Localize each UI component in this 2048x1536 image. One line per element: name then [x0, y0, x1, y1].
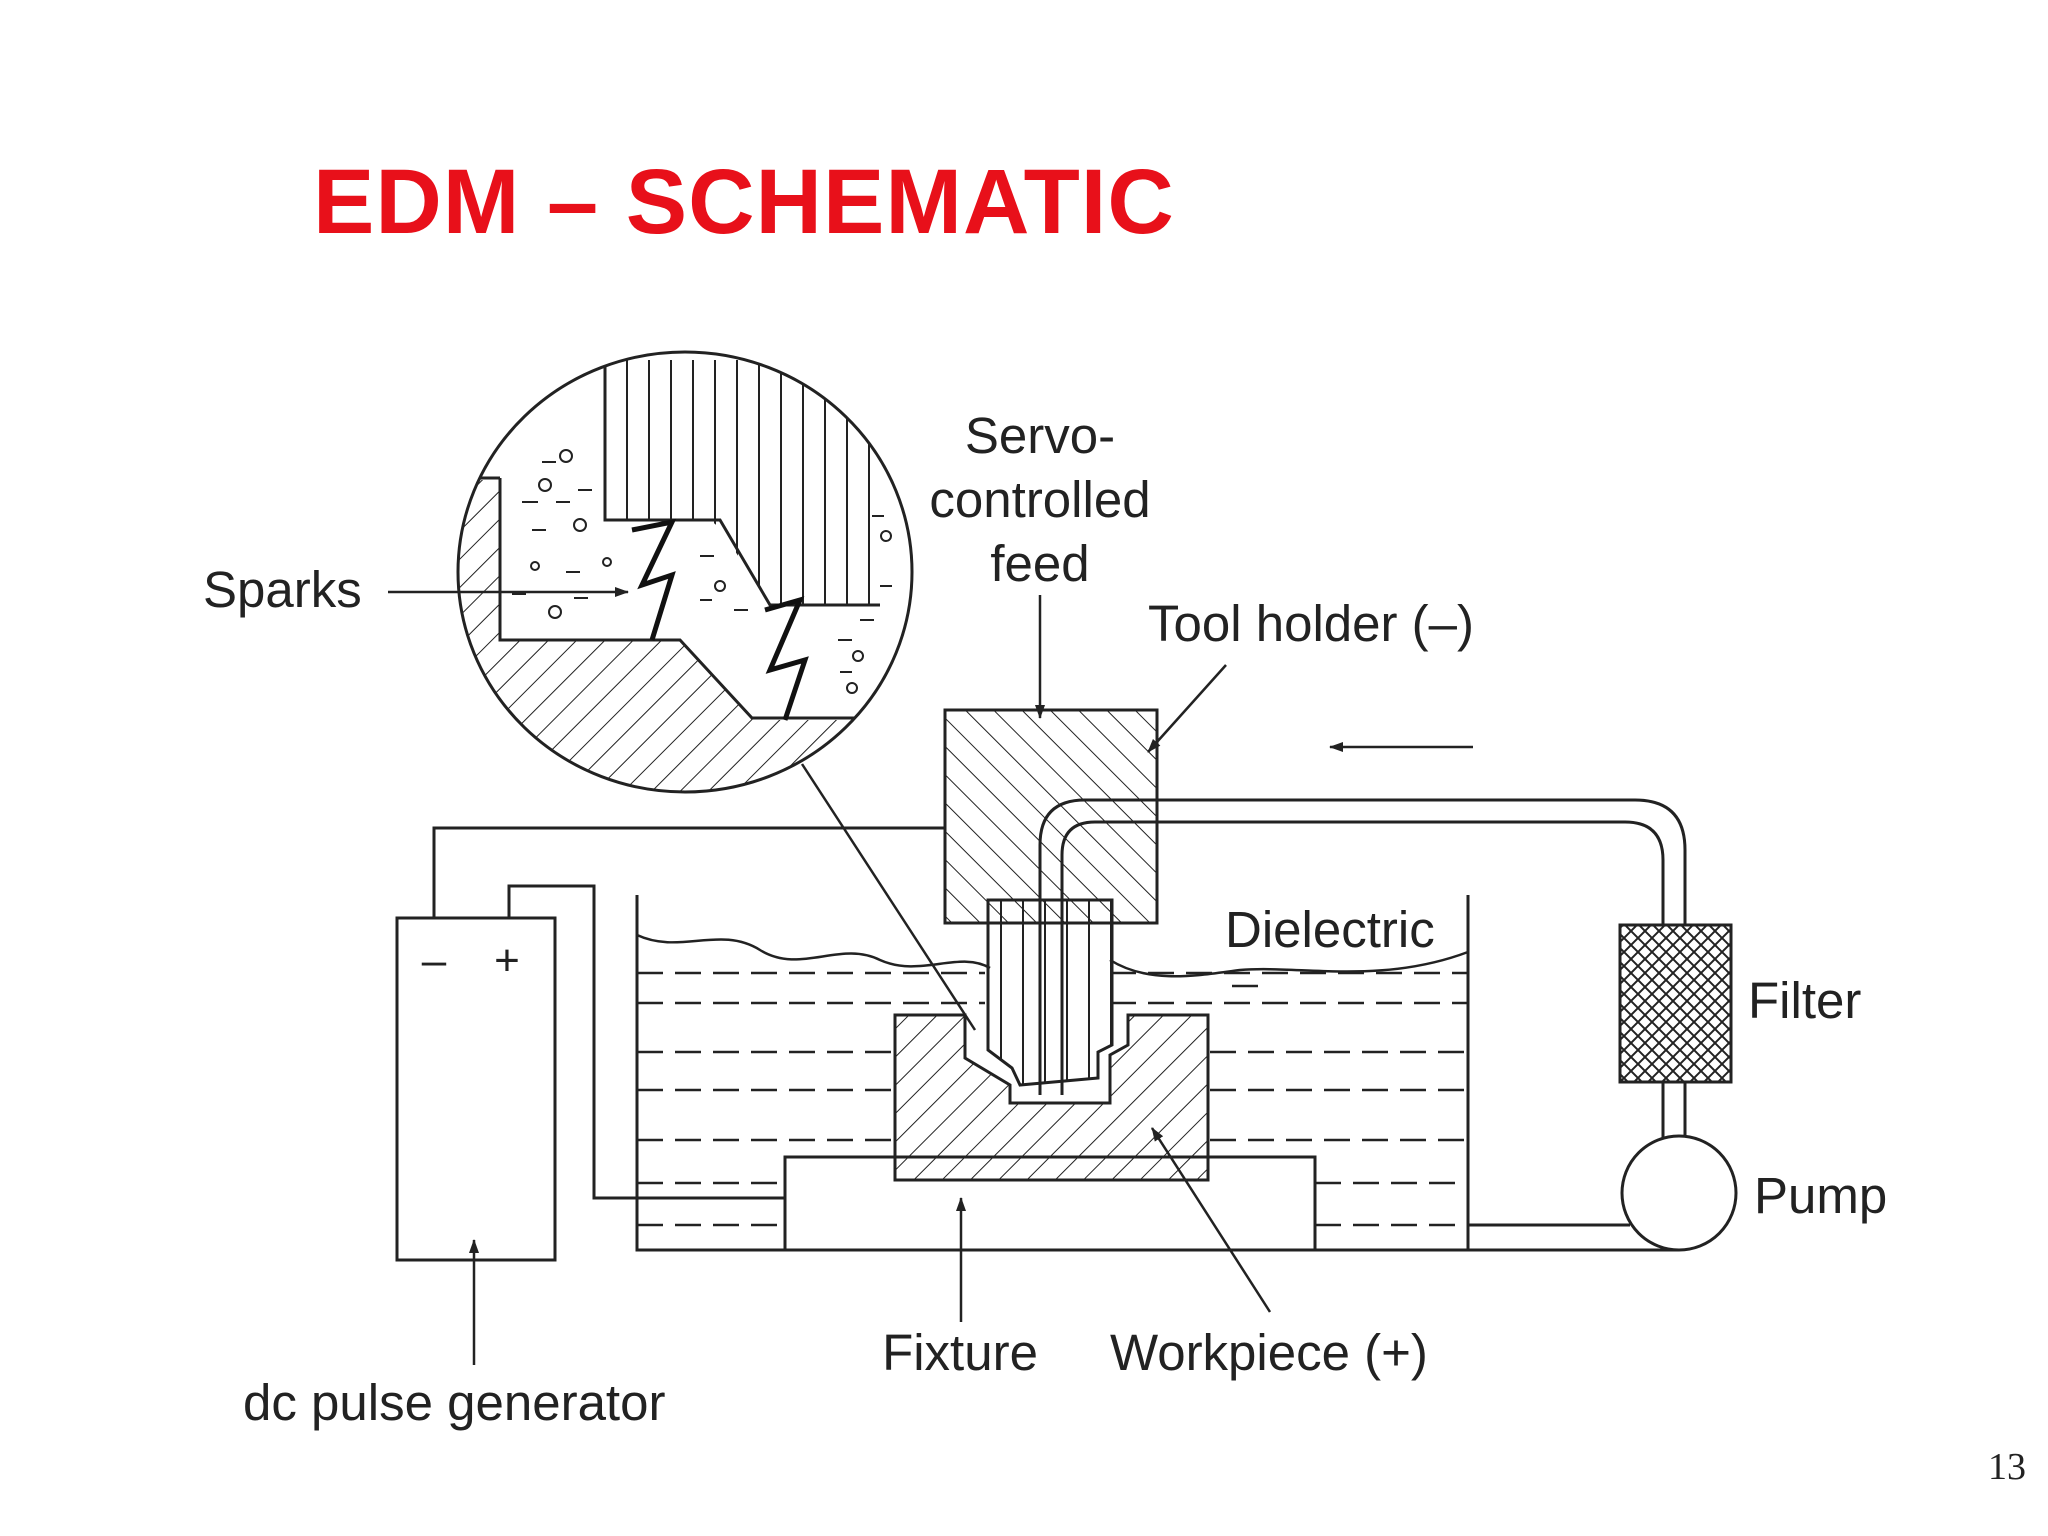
return-line	[1468, 1223, 1679, 1252]
tool-electrode	[986, 898, 1114, 1087]
magnifier-inset	[456, 350, 914, 794]
plus-terminal-sign: +	[494, 936, 520, 985]
slide-title: EDM – SCHEMATIC	[313, 151, 1175, 253]
fixture-label: Fixture	[882, 1324, 1038, 1381]
tool-holder-leader-arrow	[1147, 664, 1227, 753]
servo-feed-label-line3: feed	[990, 535, 1089, 592]
magnifier-leader-line	[800, 763, 977, 1031]
dc-pulse-generator-label: dc pulse generator	[243, 1374, 665, 1431]
tool-holder-label: Tool holder (–)	[1148, 595, 1474, 652]
dielectric-pipe	[1038, 798, 1687, 1145]
filter-label: Filter	[1748, 972, 1861, 1029]
sparks-label: Sparks	[203, 561, 362, 618]
servo-feed-label-line1: Servo-	[965, 407, 1115, 464]
electrical-wiring	[432, 826, 945, 1200]
dielectric-label: Dielectric	[1225, 901, 1435, 958]
tool-holder-block	[943, 708, 1159, 925]
servo-feed-label-line2: controlled	[929, 471, 1150, 528]
pump-label: Pump	[1754, 1167, 1887, 1224]
filter-element	[1618, 923, 1733, 1084]
workpiece-label: Workpiece (+)	[1110, 1324, 1428, 1381]
workpiece-block	[893, 1013, 1210, 1182]
dc-pulse-generator-box	[395, 916, 557, 1262]
page-number: 13	[1988, 1446, 2026, 1488]
minus-terminal-sign: –	[422, 936, 447, 985]
pump-element	[1620, 1134, 1738, 1252]
workpiece-leader-arrow	[1150, 1127, 1272, 1313]
